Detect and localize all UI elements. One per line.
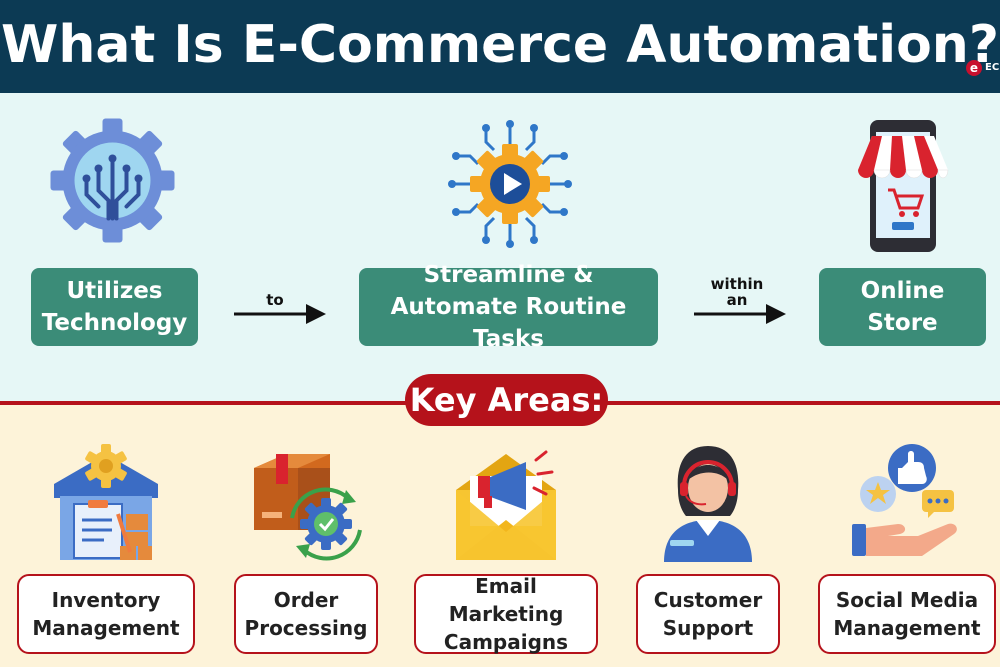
- mobile-store-icon: [858, 120, 949, 252]
- utilizes-technology-box: Utilizes Technology: [31, 268, 198, 346]
- megaphone-envelope-icon: [456, 450, 556, 560]
- hand-thumbs-up-icon: [852, 444, 957, 556]
- connector-within-label: within an: [700, 276, 774, 308]
- connector-to-label: to: [266, 291, 284, 309]
- logo-text: EC: [985, 62, 1000, 73]
- warehouse-icon: [54, 444, 158, 560]
- area-customer-support: Customer Support: [636, 574, 780, 654]
- logo-icon: e: [966, 60, 982, 76]
- connector-within-line2: an: [726, 291, 748, 309]
- online-store-box: Online Store: [819, 268, 986, 346]
- support-agent-icon: [664, 446, 752, 562]
- area-order-processing: Order Processing: [234, 574, 378, 654]
- automation-gear-icon: [448, 120, 572, 248]
- connector-within-line1: within: [710, 275, 764, 293]
- header-bar: What Is E-Commerce Automation? e EC: [0, 0, 1000, 93]
- area-inventory-management: Inventory Management: [17, 574, 195, 654]
- box-gear-icon: [254, 454, 362, 561]
- arrow-right-icon: [234, 304, 326, 324]
- top-section: [0, 93, 1000, 403]
- area-email-marketing-campaigns: Email Marketing Campaigns: [414, 574, 598, 654]
- streamline-automate-box: Streamline & Automate Routine Tasks: [359, 262, 658, 352]
- area-social-media-management: Social Media Management: [818, 574, 996, 654]
- logo: e EC: [966, 58, 1000, 80]
- page-title: What Is E-Commerce Automation?: [0, 15, 999, 75]
- arrow-right-icon: [694, 304, 786, 324]
- key-areas-label: Key Areas:: [405, 374, 608, 426]
- tech-gear-icon: [50, 118, 175, 243]
